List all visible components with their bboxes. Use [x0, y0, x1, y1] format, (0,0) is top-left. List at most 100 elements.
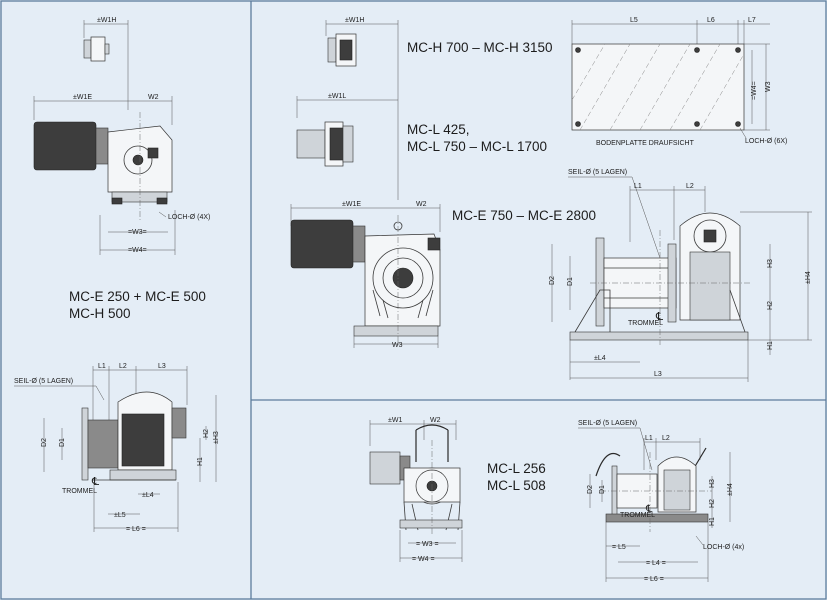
large-motor-body: [290, 219, 354, 269]
label-w4-a: =W4=: [128, 247, 147, 254]
label-w1e-b: ±W1E: [342, 201, 361, 208]
label-h3-a: ±H3: [213, 431, 220, 444]
label-d2-a: D2: [41, 438, 48, 447]
centerline-symbol-b: ℄: [655, 311, 663, 323]
small-front-base: [605, 513, 709, 523]
label-l6-a: = L6 =: [126, 526, 146, 533]
label-w1h-b: ±W1H: [345, 17, 364, 24]
base-frame: [109, 469, 177, 481]
label-l4-e: = L4 =: [646, 560, 666, 567]
label-l5-e: = L5: [612, 544, 626, 551]
gear-ribs: [372, 289, 434, 319]
model-l256: MC-L 256: [487, 461, 546, 476]
label-seil-c: SEIL-Ø (5 LAGEN): [578, 420, 637, 427]
label-d1-e: D1: [599, 485, 606, 494]
label-seil-a: SEIL-Ø (5 LAGEN): [14, 378, 73, 385]
label-w1l-b: ±W1L: [328, 93, 346, 100]
mc-l256-side-view: ±W1 W2 = W3 = = W4 = MC-L 256 MC-L 508: [369, 417, 546, 563]
base-foot: [111, 191, 168, 203]
centerline-symbol-c: ℄: [645, 504, 653, 515]
label-w2-b: W2: [416, 201, 427, 208]
label-loch4x: LOCH-Ø (4X): [168, 214, 210, 221]
small-motor: [369, 451, 401, 485]
label-h1-a: H1: [197, 457, 204, 466]
label-w1h-a: ±W1H: [97, 17, 116, 24]
label-w2-d: W2: [430, 417, 441, 424]
label-trommel-a: TROMMEL: [62, 488, 97, 495]
label-l3-b: L3: [654, 371, 662, 378]
rope-guide-frame: [415, 424, 449, 462]
label-l5-a: ±L5: [114, 512, 126, 519]
motor-h-icon: [327, 33, 357, 67]
label-d1-b: D1: [567, 277, 574, 286]
label-bodenplatte: BODENPLATTE DRAUFSICHT: [596, 140, 695, 147]
label-h1-e: H1: [709, 517, 716, 526]
model-h700: MC-H 700 – MC-H 3150: [407, 40, 553, 55]
model-l508: MC-L 508: [487, 478, 546, 493]
label-w2-a: W2: [148, 94, 159, 101]
label-w1e-a: ±W1E: [73, 94, 92, 101]
drum-flange-left: [595, 237, 605, 327]
plate-holes: [575, 47, 741, 127]
label-w4-d: = W4 =: [412, 556, 435, 563]
label-l2-e: L2: [662, 435, 670, 442]
label-l2-b: L2: [686, 183, 694, 190]
label-l4-a: ±L4: [142, 492, 154, 499]
drum-rope-lines: [604, 267, 676, 299]
label-h2-e: H2: [709, 499, 716, 508]
label-l2-a: L2: [119, 363, 127, 370]
label-loch6x: LOCH-Ø (6X): [745, 138, 787, 145]
label-trommel-c: TROMMEL: [620, 512, 655, 519]
label-l7-b: L7: [748, 17, 756, 24]
drum-cylinder: [87, 419, 119, 469]
plate-hatching: [571, 43, 745, 131]
label-h2-b: H2: [767, 301, 774, 310]
drum-base-frame: [569, 331, 749, 341]
label-l1-b: L1: [634, 183, 642, 190]
model-e750: MC-E 750 – MC-E 2800: [452, 208, 596, 223]
mc-l256-front-view: SEIL-Ø (5 LAGEN) L1 L2 TROMMEL ℄ D2 D1 H…: [578, 420, 744, 583]
label-w3-b: W3: [392, 342, 403, 349]
centerline-symbol-a: ℄: [91, 476, 99, 488]
motor-l-icon: [296, 121, 354, 167]
label-loch4x-small: LOCH-Ø (4x): [703, 544, 744, 551]
bodenplatte-top-view: L5 L6 L7 =W4= W3 BODENPLATTE DRAUFSICHT …: [571, 17, 787, 147]
base-plate: [571, 43, 745, 131]
mc-e750-side-view: ±W1H MC-H 700 – MC-H 3150 ±W1L MC-L 425,…: [290, 17, 596, 349]
label-trommel-b: TROMMEL: [628, 320, 663, 327]
label-h4-e: ±H4: [727, 483, 734, 496]
label-l3-a: L3: [158, 363, 166, 370]
model-e250: MC-E 250 + MC-E 500: [69, 289, 206, 304]
small-drum-front-view: L1 L2 L3 SEIL-Ø (5 LAGEN) D2 D1 H1 H2 ±H…: [14, 363, 220, 533]
label-d1-a: D1: [59, 438, 66, 447]
label-w3-a: =W3=: [128, 229, 147, 236]
label-d2-b: D2: [549, 276, 556, 285]
mc-e250-side-view: ±W1H ±W1E W2 LOCH-Ø (4X) =W3= =W4= MC-E …: [33, 17, 210, 321]
label-l1-a: L1: [98, 363, 106, 370]
label-h1-b: H1: [767, 341, 774, 350]
label-w4-c: =W4=: [751, 81, 758, 100]
rope-guide-arms: [595, 447, 707, 477]
large-base: [353, 325, 439, 337]
label-h2-a: H2: [203, 429, 210, 438]
model-h500: MC-H 500: [69, 306, 131, 321]
label-w3-c: W3: [765, 81, 772, 92]
label-w1-d: ±W1: [388, 417, 402, 424]
small-motor-icon: [83, 36, 110, 62]
motor-body: [33, 121, 97, 171]
label-d2-e: D2: [587, 485, 594, 494]
large-drum-front-view: SEIL-Ø (5 LAGEN) L1 L2 TROMMEL ℄ D2 D1: [549, 169, 812, 382]
small-base: [399, 519, 463, 529]
model-l750: MC-L 750 – MC-L 1700: [407, 139, 547, 154]
label-w3-d: = W3 =: [416, 541, 439, 548]
label-l4-b: ±L4: [594, 355, 606, 362]
label-l5-b: L5: [630, 17, 638, 24]
label-l6-e: = L6 =: [644, 576, 664, 583]
label-seil-b: SEIL-Ø (5 LAGEN): [568, 169, 627, 176]
label-l1-e: L1: [645, 435, 653, 442]
label-h3-b: H3: [767, 259, 774, 268]
model-l425: MC-L 425,: [407, 122, 470, 137]
